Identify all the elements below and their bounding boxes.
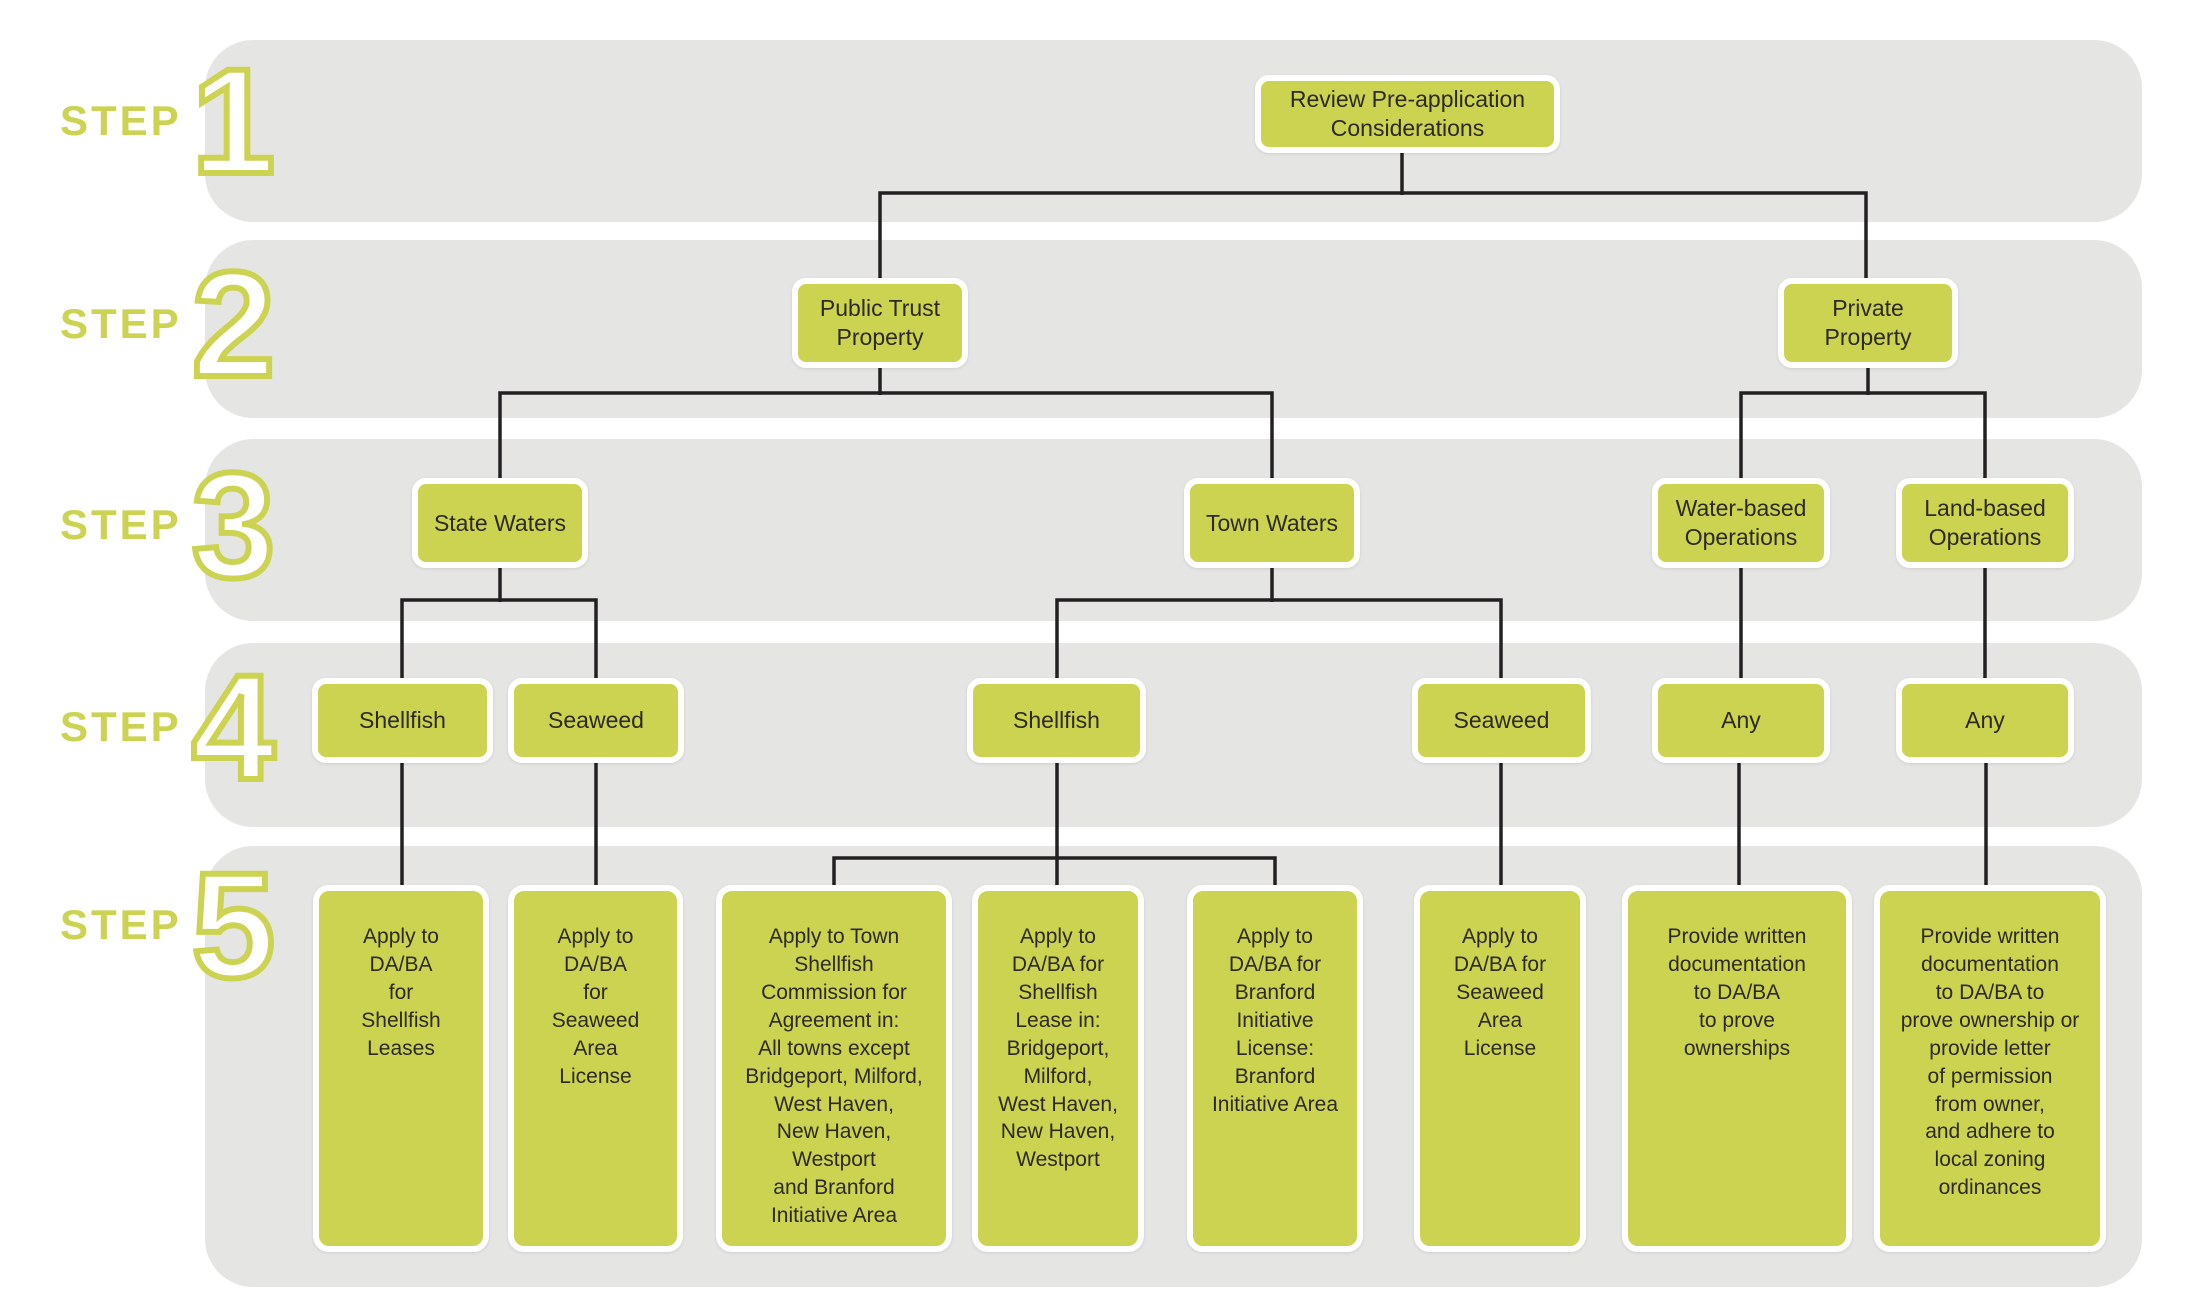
connector-public-trust-split — [498, 366, 1274, 482]
node-seaweed-town: Seaweed — [1412, 678, 1591, 763]
node-apply-shellfish-leases: Apply to DA/BA for Shellfish Leases — [313, 885, 489, 1252]
connector-shellfish-town-split — [832, 761, 1277, 889]
connector-town-waters-split — [1055, 566, 1503, 682]
node-private-property: Private Property — [1778, 278, 1958, 368]
step-label-1: STEP 1 — [60, 37, 278, 205]
connector-review-split — [878, 152, 1868, 282]
node-apply-town-shellfish-commission: Apply to Town Shellfish Commission for A… — [716, 885, 952, 1252]
step-label-5: STEP 5 — [60, 841, 278, 1009]
step-word: STEP — [60, 300, 182, 347]
node-water-based-operations: Water-based Operations — [1652, 478, 1830, 568]
node-apply-seaweed-area-license-town: Apply to DA/BA for Seaweed Area License — [1414, 885, 1586, 1252]
step-number: 4 — [189, 643, 278, 811]
node-land-based-operations: Land-based Operations — [1896, 478, 2074, 568]
node-apply-seaweed-area-license-state: Apply to DA/BA for Seaweed Area License — [508, 885, 683, 1252]
node-town-waters: Town Waters — [1184, 478, 1360, 568]
step-number: 5 — [189, 841, 278, 1009]
step-number: 1 — [189, 37, 278, 205]
node-shellfish-town: Shellfish — [967, 678, 1146, 763]
step-number: 3 — [189, 441, 278, 609]
node-provide-documentation-ownership: Provide written documentation to DA/BA t… — [1622, 885, 1852, 1252]
connector-private-split — [1739, 366, 1987, 482]
node-any-water-based: Any — [1652, 678, 1830, 763]
step-label-3: STEP 3 — [60, 441, 278, 609]
node-apply-shellfish-lease-towns: Apply to DA/BA for Shellfish Lease in: B… — [972, 885, 1144, 1252]
node-any-land-based: Any — [1896, 678, 2074, 763]
node-shellfish-state: Shellfish — [312, 678, 493, 763]
node-provide-documentation-ownership-or-permission: Provide written documentation to DA/BA t… — [1874, 885, 2106, 1252]
step-number: 2 — [189, 240, 278, 408]
step-word: STEP — [60, 97, 182, 144]
step-word: STEP — [60, 501, 182, 548]
node-state-waters: State Waters — [412, 478, 588, 568]
step-label-4: STEP 4 — [60, 643, 278, 811]
step-word: STEP — [60, 703, 182, 750]
step-word: STEP — [60, 901, 182, 948]
step-label-2: STEP 2 — [60, 240, 278, 408]
node-apply-branford-initiative-license: Apply to DA/BA for Branford Initiative L… — [1187, 885, 1363, 1252]
connector-state-waters-split — [400, 566, 598, 682]
node-review-pre-application: Review Pre-application Considerations — [1255, 75, 1560, 153]
node-seaweed-state: Seaweed — [508, 678, 684, 763]
node-public-trust-property: Public Trust Property — [792, 278, 968, 368]
